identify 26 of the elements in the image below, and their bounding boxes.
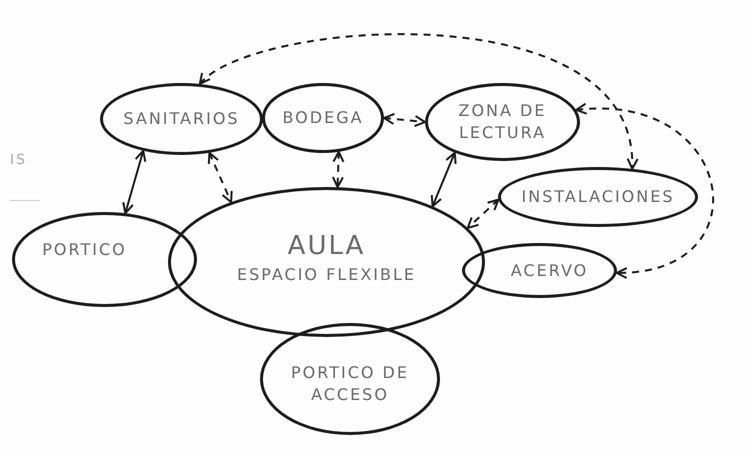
space-ellipse — [425, 83, 580, 161]
space-ellipse — [462, 243, 617, 298]
space-label: PORTICO DE ACCESO — [290, 362, 410, 406]
space-ellipse — [262, 83, 384, 153]
space-ellipse — [168, 187, 485, 337]
space-ellipse — [100, 83, 263, 155]
space-label: SANITARIOS — [123, 108, 240, 130]
arrow — [383, 113, 426, 127]
space-label: INSTALACIONES — [522, 186, 674, 208]
partial-note-text: IS — [10, 152, 28, 168]
arrow — [198, 33, 637, 170]
space-label: ZONA DE LECTURA — [458, 100, 548, 144]
space-label: PORTICO — [42, 238, 127, 260]
arrow — [430, 152, 457, 208]
arrow — [208, 152, 233, 204]
arrow — [332, 150, 344, 188]
space-label: AULA — [288, 230, 366, 263]
arrow — [122, 150, 146, 214]
space-ellipse — [12, 212, 197, 307]
space-label: ACERVO — [510, 260, 588, 282]
space-label: ESPACIO FLEXIBLE — [236, 264, 416, 286]
space-label: BODEGA — [282, 107, 364, 129]
arrow — [575, 104, 714, 278]
space-ellipse — [260, 323, 440, 435]
space-ellipse — [498, 167, 698, 227]
arrow — [466, 198, 500, 229]
